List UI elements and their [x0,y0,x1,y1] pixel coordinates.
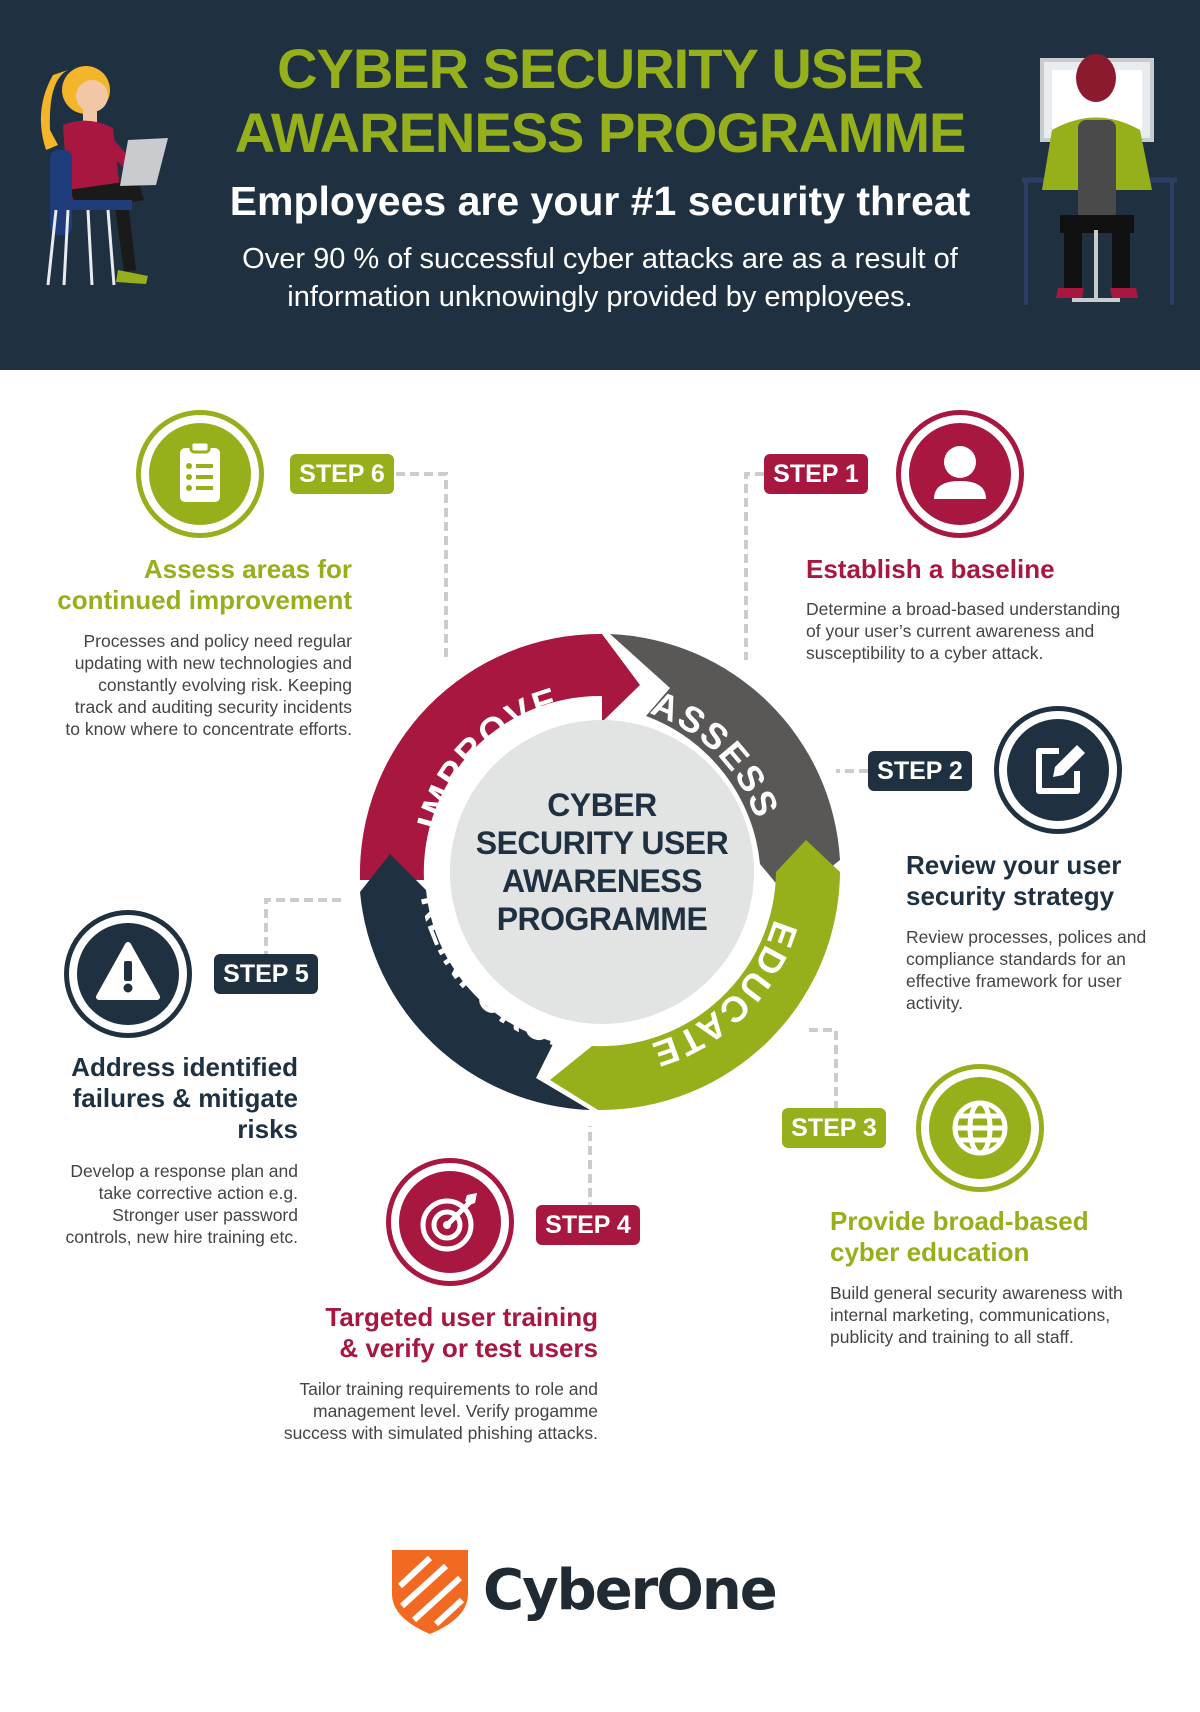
step-6-heading-line: Assess areas for [143,554,352,584]
cycle-center-title: CYBER SECURITY USER AWARENESS PROGRAMME [450,786,754,938]
header-banner [0,0,1200,370]
step-3-heading: Provide broad-based cyber education [830,1206,1190,1268]
center-line-4: PROGRAMME [496,901,708,937]
page-subtitle: Employees are your #1 security threat [229,178,971,224]
center-line-2: SECURITY USER [475,825,729,861]
cycle-center-disc [450,720,754,1024]
step-4-description: Tailor training requirements to role and… [200,1378,598,1444]
man-desk-illustration [1022,54,1177,305]
step-5-desc-line: Develop a response plan and [70,1161,298,1181]
step-6-desc-line: updating with new technologies and [74,653,352,673]
step-3-desc-line: internal marketing, communications, [830,1305,1111,1325]
step-6-desc-line: Processes and policy need regular [83,631,353,651]
step-3-desc-line: Build general security awareness with [830,1283,1123,1303]
step-6-desc-line: constantly evolving risk. Keeping [98,675,352,695]
cyberone-shield-logo [392,1550,468,1634]
step-2-heading: Review your user security strategy [906,850,1196,912]
step-5-heading-line: failures & mitigate [72,1083,298,1113]
center-line-1: CYBER [547,787,657,823]
step-6-icon-ring [136,410,264,538]
step-5-heading-line: Address identified [71,1052,298,1082]
step-6-heading: Assess areas for continued improvement [20,554,352,616]
step-2-heading-line: Review your user [906,850,1122,880]
step-5-heading: Address identified failures & mitigate r… [20,1052,298,1145]
step-5-desc-line: controls, new hire training etc. [65,1227,298,1247]
step-4-heading-line: Targeted user training [325,1302,598,1332]
cycle-diagram: IMPROVE ASSESS EDUCATE REINFORCE [359,633,840,1111]
step-2-heading-line: security strategy [906,881,1115,911]
step-4-desc-line: success with simulated phishing attacks. [283,1423,598,1443]
cyberone-wordmark: CyberOne [483,1558,778,1623]
step-2-description: Review processes, polices and compliance… [906,926,1196,1014]
step-1-badge: STEP 1 [764,454,868,494]
step-5-heading-line: risks [237,1114,298,1144]
step-4-badge: STEP 4 [536,1205,640,1245]
step-6-badge: STEP 6 [290,454,394,494]
step-1-icon-ring [896,410,1024,538]
target-icon [420,1193,477,1252]
step-1-description: Determine a broad-based understanding of… [806,598,1186,664]
step-2-badge: STEP 2 [868,751,972,791]
improve-segment [359,633,640,880]
step-6-desc-line: track and auditing security incidents [74,697,352,717]
globe-icon [952,1100,1008,1156]
page-title-line-1: CYBER SECURITY USER [277,37,924,100]
user-icon [934,446,986,499]
step-3-heading-line: cyber education [830,1237,1030,1267]
step-5-desc-line: Stronger user password [112,1205,298,1225]
connector-step-5 [264,898,346,974]
warning-icon [96,942,160,1000]
step-4-desc-line: Tailor training requirements to role and [299,1379,598,1399]
page-title-line-2: AWARENESS PROGRAMME [234,101,967,164]
step-5-description: Develop a response plan and take correct… [20,1160,298,1248]
step-3-description: Build general security awareness with in… [830,1282,1190,1348]
clipboard-icon [180,440,220,502]
step-3-heading-line: Provide broad-based [830,1206,1089,1236]
step-2-desc-line: compliance standards for an [906,949,1126,969]
step-1-desc-line: Determine a broad-based understanding [806,599,1121,619]
step-1-desc-line: susceptibility to a cyber attack. [806,643,1044,663]
edit-icon [1036,745,1085,794]
step-4-heading: Targeted user training & verify or test … [240,1302,598,1364]
intro-line-2: information unknowingly provided by empl… [287,281,913,313]
step-2-icon-ring [994,706,1122,834]
step-1-heading: Establish a baseline [806,554,1166,585]
intro-line-1: Over 90 % of successful cyber attacks ar… [242,243,958,275]
step-5-icon-ring [64,910,192,1038]
step-4-desc-line: management level. Verify progamme [313,1401,598,1421]
intro-text: Over 90 % of successful cyber attacks ar… [200,240,1000,316]
educate-segment [550,840,840,1111]
reinforce-segment [360,854,590,1110]
step-4-heading-line: & verify or test users [339,1333,598,1363]
step-2-desc-line: effective framework for user [906,971,1122,991]
step-2-desc-line: Review processes, polices and [906,927,1147,947]
step-3-desc-line: publicity and training to all staff. [830,1327,1074,1347]
step-3-icon-ring [916,1064,1044,1192]
woman-laptop-illustration [40,66,168,286]
step-6-heading-line: continued improvement [57,585,352,615]
step-3-badge: STEP 3 [782,1108,886,1148]
step-6-description: Processes and policy need regular updati… [10,630,352,740]
step-5-desc-line: take corrective action e.g. [98,1183,298,1203]
step-2-desc-line: activity. [906,993,964,1013]
step-4-icon-ring [386,1158,514,1286]
step-6-desc-line: to know where to concentrate efforts. [65,719,352,739]
step-5-badge: STEP 5 [214,954,318,994]
connector-step-6 [396,472,448,660]
step-1-desc-line: of your user’s current awareness and [806,621,1095,641]
center-line-3: AWARENESS [502,863,702,899]
step-1-heading-line: Establish a baseline [806,554,1055,584]
assess-segment [610,634,840,900]
connector-step-1 [744,472,764,660]
